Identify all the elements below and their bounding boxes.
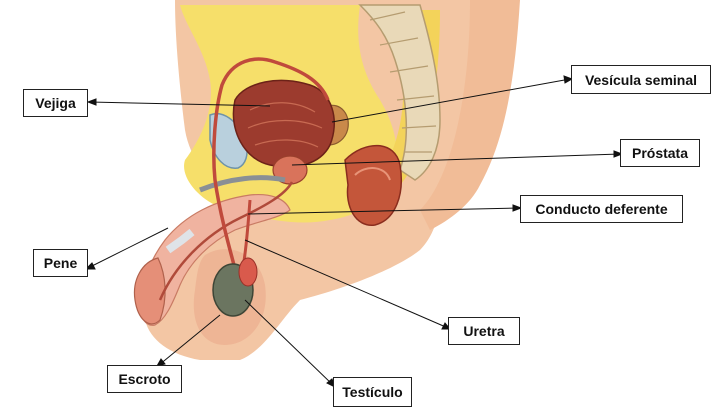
body-back (420, 0, 520, 230)
glans (133, 257, 166, 325)
urethra-channel (158, 181, 294, 301)
erectile-tissue (199, 175, 286, 193)
label-uretra: Uretra (448, 317, 520, 345)
label-vesicula-seminal: Vesícula seminal (571, 65, 711, 94)
bladder (232, 79, 335, 168)
label-pene: Pene (33, 249, 88, 277)
rectum (344, 144, 402, 226)
pointer-lines (84, 75, 624, 389)
label-escroto: Escroto (107, 365, 182, 393)
vertebrae-lines (369, 11, 437, 153)
penis-shaft (139, 193, 291, 326)
vas-deferens (212, 57, 330, 281)
label-testiculo: Testículo (333, 377, 412, 407)
corpus-cavernosum (165, 228, 195, 254)
epididymis (238, 257, 258, 287)
label-conducto-deferente: Conducto deferente (520, 195, 683, 223)
label-prostata: Próstata (620, 139, 700, 167)
label-vejiga: Vejiga (23, 89, 88, 117)
sacrum (358, 4, 441, 181)
